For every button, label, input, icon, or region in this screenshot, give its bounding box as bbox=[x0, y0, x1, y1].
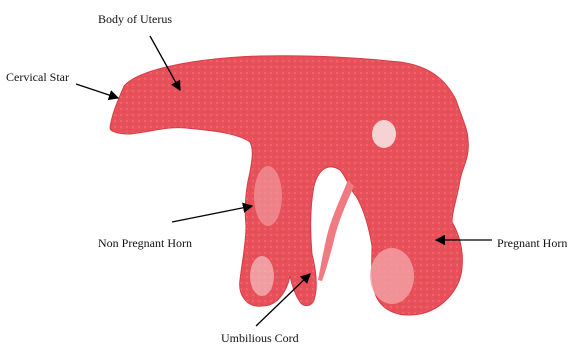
label-body-of-uterus: Body of Uterus bbox=[98, 12, 172, 26]
label-non-pregnant-horn: Non Pregnant Horn bbox=[98, 236, 192, 250]
label-umbilious-cord: Umbilious Cord bbox=[221, 331, 299, 345]
pale-patch bbox=[372, 120, 396, 148]
non-pregnant-horn-highlight bbox=[254, 166, 282, 226]
umbilical-cord-shape bbox=[318, 180, 354, 281]
uterus-body-shape bbox=[110, 56, 468, 315]
horn-tip-highlight bbox=[250, 256, 274, 296]
arrow-cervical-star bbox=[76, 84, 118, 98]
label-cervical-star: Cervical Star bbox=[6, 70, 69, 84]
label-pregnant-horn: Pregnant Horn bbox=[497, 236, 567, 250]
pregnant-horn-highlight bbox=[370, 248, 414, 304]
arrow-non-pregnant-horn bbox=[172, 206, 252, 222]
